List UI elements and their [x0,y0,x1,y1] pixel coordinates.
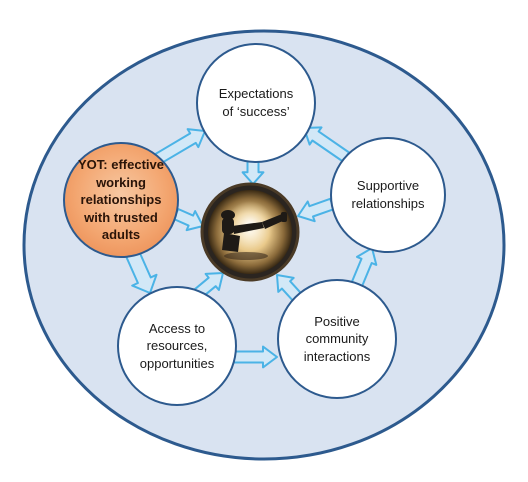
arrow-yot-to-expectations [152,128,206,166]
center-photo [200,182,300,282]
arrow-supportive-to-center [297,197,335,223]
arrow-supportive-to-expectations [303,126,351,163]
arrow-yot-to-center [172,208,204,232]
person-silhouette-icon [221,210,287,260]
